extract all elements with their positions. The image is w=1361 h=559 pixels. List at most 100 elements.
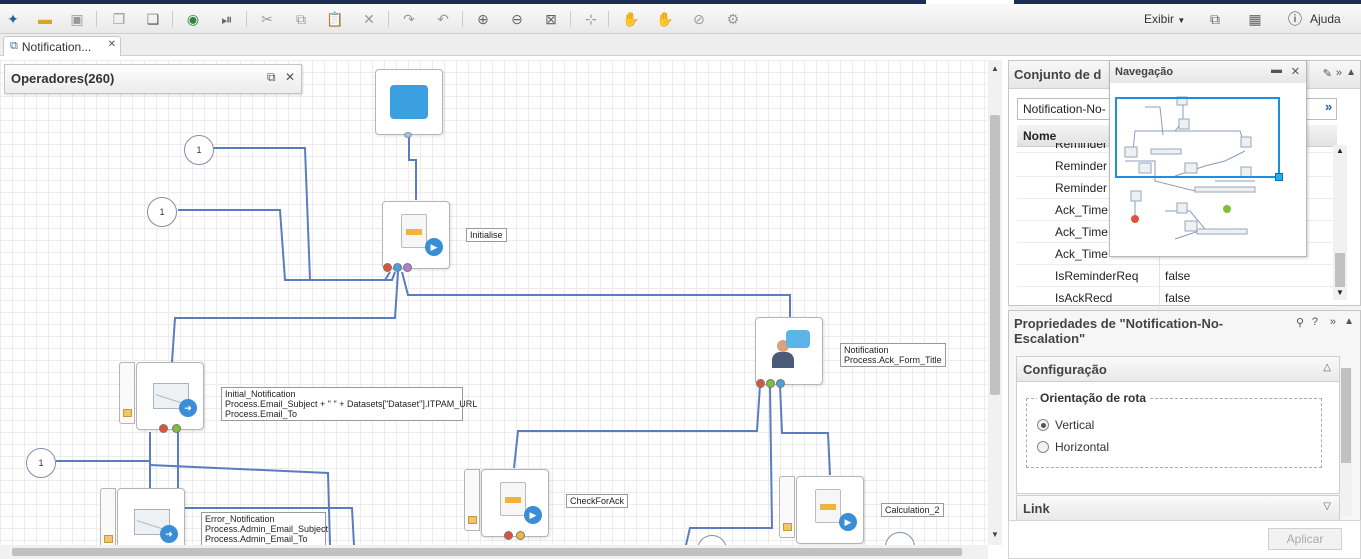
- config-section-header[interactable]: Configuração △: [1016, 356, 1340, 382]
- side-tag: [464, 469, 480, 531]
- edit-icon[interactable]: ✎: [1322, 68, 1332, 80]
- error-port-icon[interactable]: [504, 531, 513, 540]
- navigation-panel[interactable]: Navegação ▬ ✕: [1109, 60, 1307, 257]
- navigation-title: Navegação: [1115, 66, 1174, 78]
- pause-run-icon[interactable]: ⏯: [221, 10, 233, 27]
- viewport-resize-handle[interactable]: [1275, 173, 1283, 181]
- radio-unchecked-icon[interactable]: [1037, 441, 1049, 453]
- ajuda-label[interactable]: Ajuda: [1310, 12, 1341, 26]
- scroll-up-icon[interactable]: ▲: [991, 64, 999, 73]
- navigation-minimap[interactable]: [1115, 91, 1285, 243]
- checkout-icon[interactable]: ❑: [146, 10, 160, 27]
- expand-icon[interactable]: »: [1329, 316, 1336, 328]
- start-node[interactable]: [375, 69, 443, 135]
- error-port-icon[interactable]: [756, 379, 765, 388]
- check-for-ack-label: CheckForAck: [566, 494, 629, 508]
- fit-to-window-icon[interactable]: ⊠: [545, 10, 557, 27]
- restore-window-icon[interactable]: ⧉: [1210, 10, 1220, 27]
- exibir-menu[interactable]: Exibir ▼: [1144, 12, 1186, 26]
- expand-icon[interactable]: »: [1335, 67, 1342, 79]
- send-icon: ➜: [160, 525, 178, 543]
- mail-icon: [134, 509, 170, 535]
- tab-label: Notification...: [21, 39, 92, 54]
- cut-icon[interactable]: ✂: [261, 10, 273, 27]
- save-icon[interactable]: ▣: [70, 10, 84, 27]
- operators-panel[interactable]: Operadores(260) ⧉ ✕: [4, 64, 302, 94]
- operators-title: Operadores(260): [11, 71, 115, 86]
- canvas-horizontal-scrollbar[interactable]: [0, 545, 988, 559]
- initialise-operator[interactable]: ▶: [382, 201, 450, 269]
- apply-button[interactable]: Aplicar: [1268, 528, 1342, 550]
- disable-icon[interactable]: ⊘: [693, 10, 705, 27]
- radio-vertical[interactable]: Vertical: [1037, 418, 1094, 432]
- delete-icon[interactable]: ✕: [363, 10, 375, 27]
- restore-icon[interactable]: ⧉: [267, 70, 276, 84]
- help-icon[interactable]: ?: [1311, 316, 1318, 328]
- custom-port-icon[interactable]: [776, 379, 785, 388]
- close-icon[interactable]: ✕: [285, 70, 296, 84]
- double-chevron-icon[interactable]: »: [1325, 99, 1333, 114]
- process-canvas[interactable]: ▶ Initialise 1 1 1 Notification Process.…: [0, 60, 988, 545]
- properties-scrollbar[interactable]: [1340, 368, 1352, 516]
- zoom-in-icon[interactable]: ⊕: [477, 10, 489, 27]
- link-circle[interactable]: 1: [184, 135, 214, 165]
- chevron-down-icon: ▽: [1323, 501, 1331, 512]
- radio-horizontal[interactable]: Horizontal: [1037, 440, 1109, 454]
- document-icon: [500, 482, 526, 516]
- success-port-icon[interactable]: [393, 263, 402, 272]
- settings-disabled-icon[interactable]: ⚙: [726, 10, 740, 27]
- link-circle[interactable]: 1: [26, 448, 56, 478]
- custom-port-icon[interactable]: [403, 263, 412, 272]
- error-notification-operator[interactable]: ➜: [117, 488, 185, 545]
- redo-icon[interactable]: ↷: [403, 10, 415, 27]
- minimize-icon[interactable]: ▬: [1271, 64, 1282, 76]
- notification-operator[interactable]: [755, 317, 823, 385]
- canvas-vertical-scrollbar[interactable]: ▲ ▼: [988, 60, 1002, 545]
- add-link-icon[interactable]: ⊹: [585, 10, 597, 27]
- calculation-2-label: Calculation_2: [881, 503, 944, 517]
- error-port-icon[interactable]: [159, 424, 168, 433]
- scroll-up-icon[interactable]: ▲: [1336, 146, 1344, 155]
- link-section-header[interactable]: Link ▽: [1016, 495, 1340, 521]
- collapse-icon[interactable]: ▲: [1346, 67, 1356, 78]
- side-tag: [100, 488, 116, 545]
- scroll-down-icon[interactable]: ▼: [991, 530, 999, 539]
- hand-tool-icon[interactable]: ✋: [622, 10, 640, 27]
- run-icon[interactable]: ◉: [186, 10, 200, 27]
- document-icon: [401, 214, 427, 248]
- check-for-ack-operator[interactable]: ▶: [481, 469, 549, 537]
- initial-notification-operator[interactable]: ➜: [136, 362, 204, 430]
- paste-icon[interactable]: 📋: [326, 10, 344, 27]
- hand-remove-icon[interactable]: ✋: [656, 10, 674, 27]
- error-port-icon[interactable]: [383, 263, 392, 272]
- navigation-viewport[interactable]: [1115, 97, 1280, 178]
- tab-notification[interactable]: ⧉ Notification... ✕: [3, 36, 121, 56]
- radio-checked-icon[interactable]: [1037, 419, 1049, 431]
- open-folder-icon[interactable]: ▬: [38, 11, 52, 27]
- zoom-out-icon[interactable]: ⊖: [511, 10, 523, 27]
- connector-lines: [56, 136, 831, 545]
- close-icon[interactable]: ✕: [1290, 66, 1300, 78]
- checkin-icon[interactable]: ❐: [112, 10, 126, 27]
- link-circle[interactable]: 1: [147, 197, 177, 227]
- new-process-icon[interactable]: ✦: [7, 10, 19, 27]
- calculation-2-operator[interactable]: ▶: [796, 476, 864, 544]
- scroll-down-icon[interactable]: ▼: [1336, 288, 1344, 297]
- layout-icon[interactable]: ▦: [1248, 10, 1262, 27]
- side-tag: [119, 362, 135, 424]
- copy-icon[interactable]: ⧉: [296, 10, 306, 27]
- error-notification-label: Error_Notification Process.Admin_Email_S…: [201, 512, 328, 545]
- help-icon[interactable]: ⓘ: [1288, 11, 1302, 27]
- warning-port-icon[interactable]: [516, 531, 525, 540]
- port[interactable]: [404, 132, 412, 138]
- dataset-scrollbar[interactable]: ▲ ▼: [1333, 145, 1347, 300]
- editor-tab-bar: ⧉ Notification... ✕: [0, 34, 1361, 56]
- undo-icon[interactable]: ↶: [437, 10, 449, 27]
- collapse-icon[interactable]: ▲: [1344, 316, 1354, 327]
- pin-icon[interactable]: ⚲: [1295, 317, 1304, 329]
- success-port-icon[interactable]: [766, 379, 775, 388]
- close-icon[interactable]: ✕: [107, 39, 116, 50]
- success-port-icon[interactable]: [172, 424, 181, 433]
